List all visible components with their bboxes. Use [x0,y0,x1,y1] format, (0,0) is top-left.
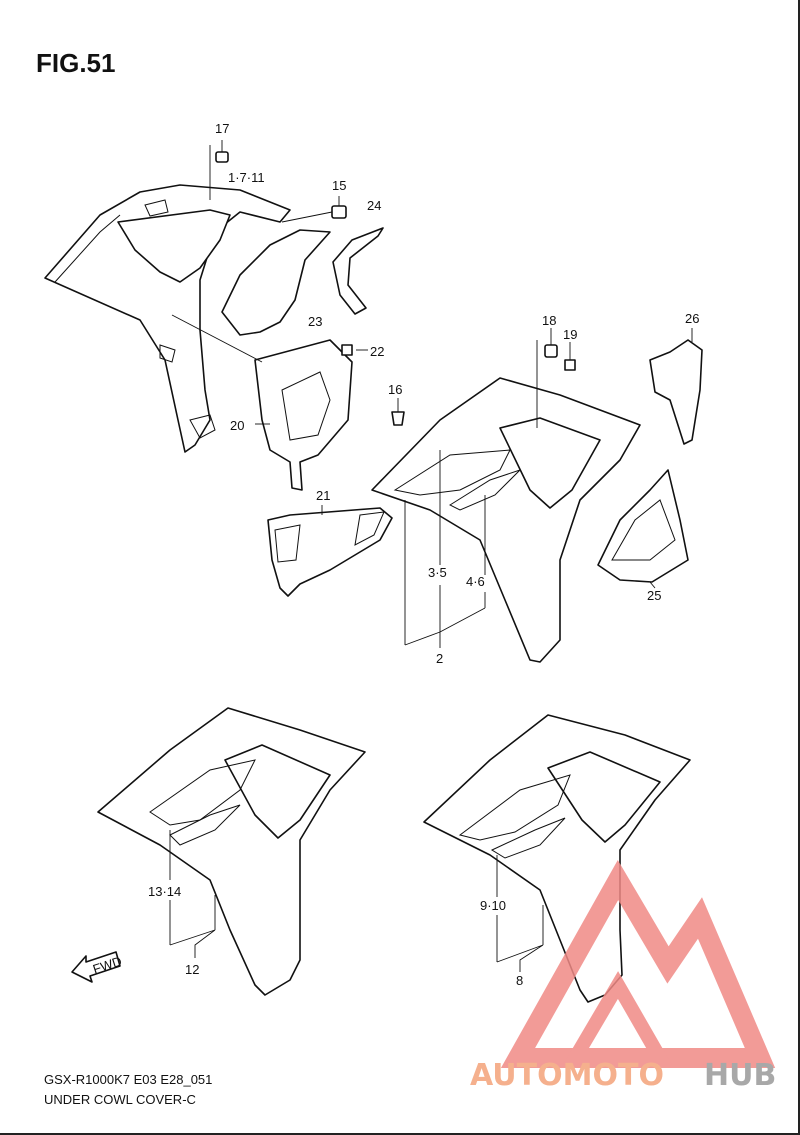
label-1-7-11: 1·7·11 [228,170,265,185]
panel-part-26 [649,328,703,445]
figure-title: FIG.51 [36,48,116,78]
label-22: 22 [370,344,384,359]
panel-part-23 [221,229,331,336]
bracket-part-24 [332,227,384,315]
clip-part-16 [391,398,405,426]
label-12: 12 [185,962,199,977]
label-16: 16 [388,382,402,397]
grommet-part-15 [281,196,347,223]
label-4-6: 4·6 [466,574,485,589]
label-24: 24 [367,198,381,213]
mesh-part-21 [267,505,393,597]
label-2: 2 [436,651,443,666]
label-17: 17 [215,121,229,136]
label-9-10: 9·10 [480,898,506,913]
label-8: 8 [516,973,523,988]
fwd-label: FWD [91,953,124,976]
label-21: 21 [316,488,330,503]
fasteners-18-19 [536,328,576,428]
label-13-14: 13·14 [148,884,181,899]
watermark-text-automoto: AUTOMOTO [470,1058,664,1093]
label-26: 26 [685,311,699,326]
label-25: 25 [647,588,661,603]
label-3-5: 3·5 [428,565,447,580]
label-19: 19 [563,327,577,342]
label-18: 18 [542,313,556,328]
cowl-part-12 [97,707,366,996]
cowl-part-2 [371,377,641,663]
footer-model: GSX-R1000K7 E03 E28_051 [44,1072,213,1087]
label-23: 23 [308,314,322,329]
label-15: 15 [332,178,346,193]
cowl-part-1 [44,184,291,453]
footer-name: UNDER COWL COVER-C [44,1092,196,1107]
cowl-part-8 [423,714,691,1003]
watermark-text-hub: HUB [704,1058,776,1093]
screw-part-22 [341,344,368,356]
panel-part-25 [597,469,689,589]
label-20: 20 [230,418,244,433]
watermark-logo: AUTOMOTO HUB [470,859,776,1093]
fwd-arrow-icon: FWD [71,951,124,983]
nut-part-17 [209,140,229,200]
mesh-part-20 [171,314,353,491]
